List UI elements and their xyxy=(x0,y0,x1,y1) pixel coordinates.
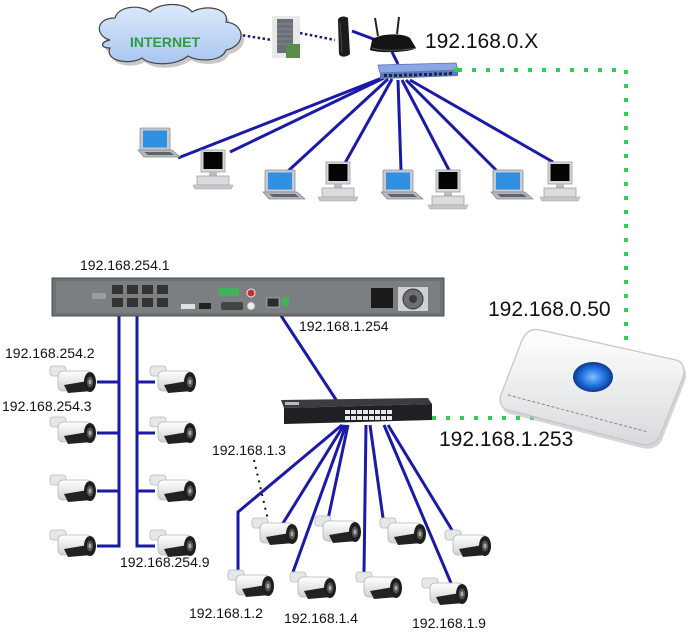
laptop-icon xyxy=(490,169,534,200)
link-modem-router xyxy=(351,29,377,42)
wires xyxy=(97,29,628,584)
ip-camera-icon xyxy=(149,529,197,558)
ip-camera-icon xyxy=(49,416,97,445)
ip-camera-icon xyxy=(149,416,197,445)
top-subnet-label: 192.168.0.X xyxy=(425,30,539,53)
lan-client-link xyxy=(343,78,394,164)
lan-client-link xyxy=(400,79,452,173)
ip-camera-icon xyxy=(49,529,97,558)
nvr-poe-ip-label: 192.168.254.1 xyxy=(80,257,170,273)
ip-camera-icon xyxy=(444,529,492,558)
desktop-icon xyxy=(427,169,469,210)
modem-icon xyxy=(338,16,350,57)
ip-camera-icon xyxy=(355,571,403,600)
lan-switch-icon xyxy=(377,62,459,79)
wan-link-building-modem xyxy=(299,31,336,42)
desktop-icon xyxy=(539,161,581,202)
ip-camera-icon xyxy=(289,571,337,600)
lan-router-icon xyxy=(499,328,686,449)
desktop-icon xyxy=(192,149,234,190)
internet-label: INTERNET xyxy=(130,34,200,50)
ip-camera-icon xyxy=(251,517,299,546)
switch-camera-label: 192.168.1.9 xyxy=(412,615,486,631)
ip-camera-icon xyxy=(149,474,197,503)
ip-camera-icon xyxy=(379,517,427,546)
nvr-poe-bus xyxy=(97,292,155,548)
wireless-router-icon xyxy=(370,16,417,53)
router-wan-ip-label: 192.168.0.50 xyxy=(488,298,611,321)
ip-camera-icon xyxy=(227,569,275,598)
switch-camera-label: 192.168.1.3 xyxy=(212,442,286,458)
router-lan-ip-label: 192.168.1.253 xyxy=(439,428,574,451)
ip-camera-icon xyxy=(149,365,197,394)
uplink-dotted-lan-to-router xyxy=(458,68,628,345)
laptop-icon xyxy=(380,169,424,200)
laptop-icon xyxy=(262,169,306,200)
lan-client-link xyxy=(285,77,390,174)
router-status-led xyxy=(573,362,613,392)
lan-switch-links xyxy=(177,76,554,174)
isp-building-icon xyxy=(272,16,300,58)
lan-client-link xyxy=(409,78,554,164)
nvr-lan-port xyxy=(266,297,280,308)
nvr-poe-ports xyxy=(112,285,168,307)
laptop-icon xyxy=(137,127,181,158)
switch-camera-label: 192.168.1.2 xyxy=(189,605,263,621)
ip-camera-icon xyxy=(49,365,97,394)
link-nvr-to-switch xyxy=(272,304,350,419)
lan-client-link xyxy=(404,78,498,172)
ip-camera-icon xyxy=(314,515,362,544)
poe-switch-icon xyxy=(281,398,432,424)
lan-client-link xyxy=(177,76,383,160)
poe-camera-label: 192.168.254.2 xyxy=(5,345,95,361)
ip-camera-icon xyxy=(421,577,469,606)
lan-client-link xyxy=(229,76,385,154)
poe-switch-links xyxy=(236,423,454,584)
lan-client-link xyxy=(396,79,403,171)
desktop-icon xyxy=(317,161,359,202)
link-router-lan-switch xyxy=(390,51,400,65)
switch-camera-label: 192.168.1.4 xyxy=(284,610,358,626)
ip-camera-icon xyxy=(49,474,97,503)
poe-camera-label: 192.168.254.3 xyxy=(2,398,92,414)
nvr-lan-ip-label: 192.168.1.254 xyxy=(299,318,389,334)
poe-camera-label: 192.168.254.9 xyxy=(120,554,210,570)
internet-cloud xyxy=(98,3,245,68)
nvr-recorder xyxy=(51,277,445,317)
